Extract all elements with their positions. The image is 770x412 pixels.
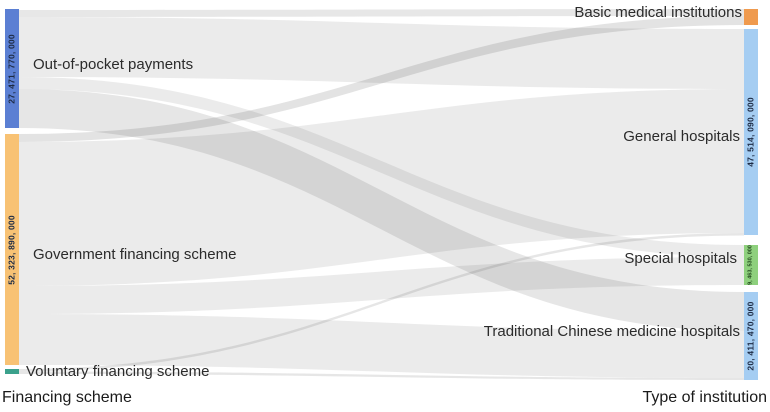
flow-gov-to-tcm[interactable]: [19, 314, 744, 378]
flow-vol-to-general[interactable]: [19, 233, 744, 372]
label-traditional-chinese-medicine-hospitals: Traditional Chinese medicine hospitals: [483, 323, 740, 340]
flow-gov-to-basic[interactable]: [19, 16, 744, 142]
node-value-label: 20, 411, 470, 000: [745, 301, 756, 371]
label-general-hospitals: General hospitals: [623, 128, 740, 145]
node-basic-medical-institutions[interactable]: [744, 9, 758, 25]
flow-oop-to-general[interactable]: [19, 17, 744, 89]
node-value-label: 47, 514, 090, 000: [745, 97, 756, 167]
label-voluntary-financing-scheme: Voluntary financing scheme: [26, 363, 210, 380]
label-out-of-pocket-payments: Out-of-pocket payments: [33, 56, 194, 73]
node-out-of-pocket-payments[interactable]: 27, 471, 770, 000: [5, 9, 19, 128]
flow-gov-to-special[interactable]: [19, 257, 744, 314]
flow-oop-to-special[interactable]: [19, 77, 744, 257]
node-traditional-chinese-medicine-hospitals[interactable]: 20, 411, 470, 000: [744, 292, 758, 380]
node-special-hospitals[interactable]: 9, 463, 530, 000: [744, 245, 758, 285]
node-value-label: 27, 471, 770, 000: [6, 33, 17, 104]
label-government-financing-scheme: Government financing scheme: [33, 246, 237, 263]
right-axis-label: Type of institution: [642, 389, 767, 406]
label-special-hospitals: Special hospitals: [624, 250, 737, 267]
left-axis-label: Financing scheme: [2, 389, 132, 406]
flow-oop-to-basic[interactable]: [19, 9, 744, 17]
flow-vol-to-tcm[interactable]: [19, 371, 744, 381]
node-government-financing-scheme[interactable]: 52, 323, 890, 000: [5, 134, 19, 365]
flow-oop-to-tcm[interactable]: [19, 89, 744, 331]
node-general-hospitals[interactable]: 47, 514, 090, 000: [744, 29, 758, 235]
node-value-label: 52, 323, 890, 000: [6, 214, 17, 285]
node-voluntary-financing-scheme[interactable]: [5, 369, 19, 374]
flow-gov-to-general[interactable]: [19, 89, 744, 286]
label-basic-medical-institutions: Basic medical institutions: [574, 4, 742, 21]
